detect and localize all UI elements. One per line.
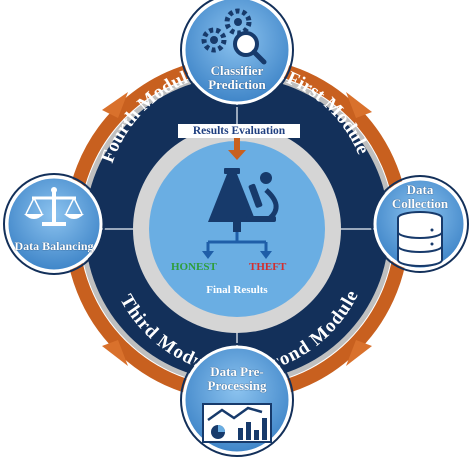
node-label-line: Prediction bbox=[208, 76, 266, 92]
arrow-head-ne bbox=[346, 92, 372, 118]
database-icon bbox=[397, 211, 443, 267]
node-label-classifier-prediction: Classifier Prediction bbox=[187, 64, 287, 91]
arrow-head-se bbox=[346, 340, 372, 366]
bar-chart-icon bbox=[202, 403, 272, 443]
node-label-data-collection: Data Collection bbox=[380, 183, 460, 210]
honest-label: HONEST bbox=[171, 261, 217, 273]
gears-magnifier-icon bbox=[201, 8, 267, 65]
node-label-line: Data Balancing bbox=[14, 239, 94, 253]
evaluation-arrow bbox=[228, 138, 246, 160]
node-label-line: Data Pre- bbox=[210, 364, 264, 379]
node-label-line: Classifier bbox=[210, 63, 264, 78]
node-label-line: Collection bbox=[391, 195, 449, 211]
node-label-line: Processing bbox=[207, 377, 267, 393]
final-results-label: Final Results bbox=[206, 284, 268, 296]
flask-microscope-icon bbox=[208, 168, 279, 232]
node-label-data-preprocessing: Data Pre- Processing bbox=[187, 365, 287, 392]
node-label-data-balancing: Data Balancing bbox=[4, 240, 104, 253]
results-evaluation-label: Results Evaluation bbox=[178, 124, 300, 138]
arrow-head-sw bbox=[102, 340, 128, 366]
balance-scale-icon bbox=[24, 187, 84, 226]
theft-label: THEFT bbox=[249, 261, 287, 273]
arrow-head-nw bbox=[102, 92, 128, 118]
node-label-line: Data bbox=[406, 182, 434, 197]
result-branch-arrows bbox=[202, 232, 272, 259]
